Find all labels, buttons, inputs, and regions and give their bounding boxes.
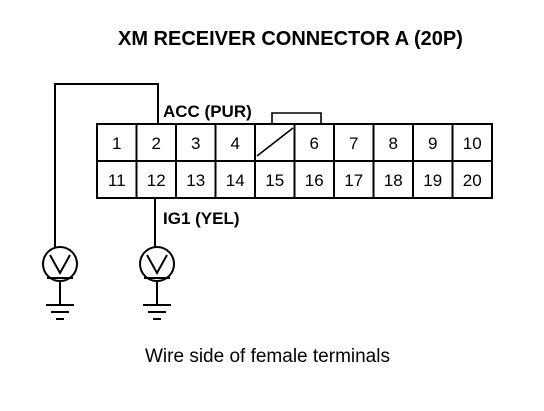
- top_row-terminal-7: 7: [349, 134, 358, 153]
- acc-wire-label: ACC (PUR): [163, 102, 252, 121]
- ground-icon: [143, 304, 171, 320]
- top_row-terminal-3: 3: [191, 134, 200, 153]
- bottom_row-terminal-18: 18: [384, 171, 403, 190]
- top_row-terminal-4: 4: [231, 134, 240, 153]
- top_row-terminal-8: 8: [389, 134, 398, 153]
- connector-top-row: 1 2 3 4 6 7 8 9 10: [112, 134, 482, 153]
- bottom_row-terminal-14: 14: [226, 171, 245, 190]
- bottom_row-terminal-20: 20: [463, 171, 482, 190]
- voltmeter-icon: [139, 246, 175, 305]
- connector-grid: [96, 112, 493, 199]
- connector-lock-tab: [271, 112, 322, 124]
- diagram-caption: Wire side of female terminals: [145, 346, 390, 367]
- top_row-terminal-6: 6: [310, 134, 319, 153]
- top_row-terminal-2: 2: [152, 134, 161, 153]
- bottom_row-terminal-13: 13: [186, 171, 205, 190]
- bottom_row-terminal-17: 17: [344, 171, 363, 190]
- top_row-terminal-1: 1: [112, 134, 121, 153]
- ig1-wire-label: IG1 (YEL): [163, 209, 240, 228]
- bottom_row-terminal-11: 11: [108, 171, 126, 190]
- bottom_row-terminal-12: 12: [147, 171, 166, 190]
- top_row-terminal-9: 9: [428, 134, 437, 153]
- top_row-terminal-10: 10: [463, 134, 482, 153]
- ground-icon: [46, 304, 74, 320]
- bottom_row-terminal-16: 16: [305, 171, 324, 190]
- acc-probe-wire: [54, 83, 159, 247]
- connector-bottom-row: 11 12 13 14 15 16 17 18 19 20: [108, 171, 482, 190]
- bottom_row-terminal-19: 19: [423, 171, 442, 190]
- empty-cavity-slash: [256, 127, 294, 157]
- bottom_row-terminal-15: 15: [265, 171, 284, 190]
- voltmeter-icon: [42, 246, 78, 305]
- diagram-title: XM RECEIVER CONNECTOR A (20P): [118, 28, 463, 50]
